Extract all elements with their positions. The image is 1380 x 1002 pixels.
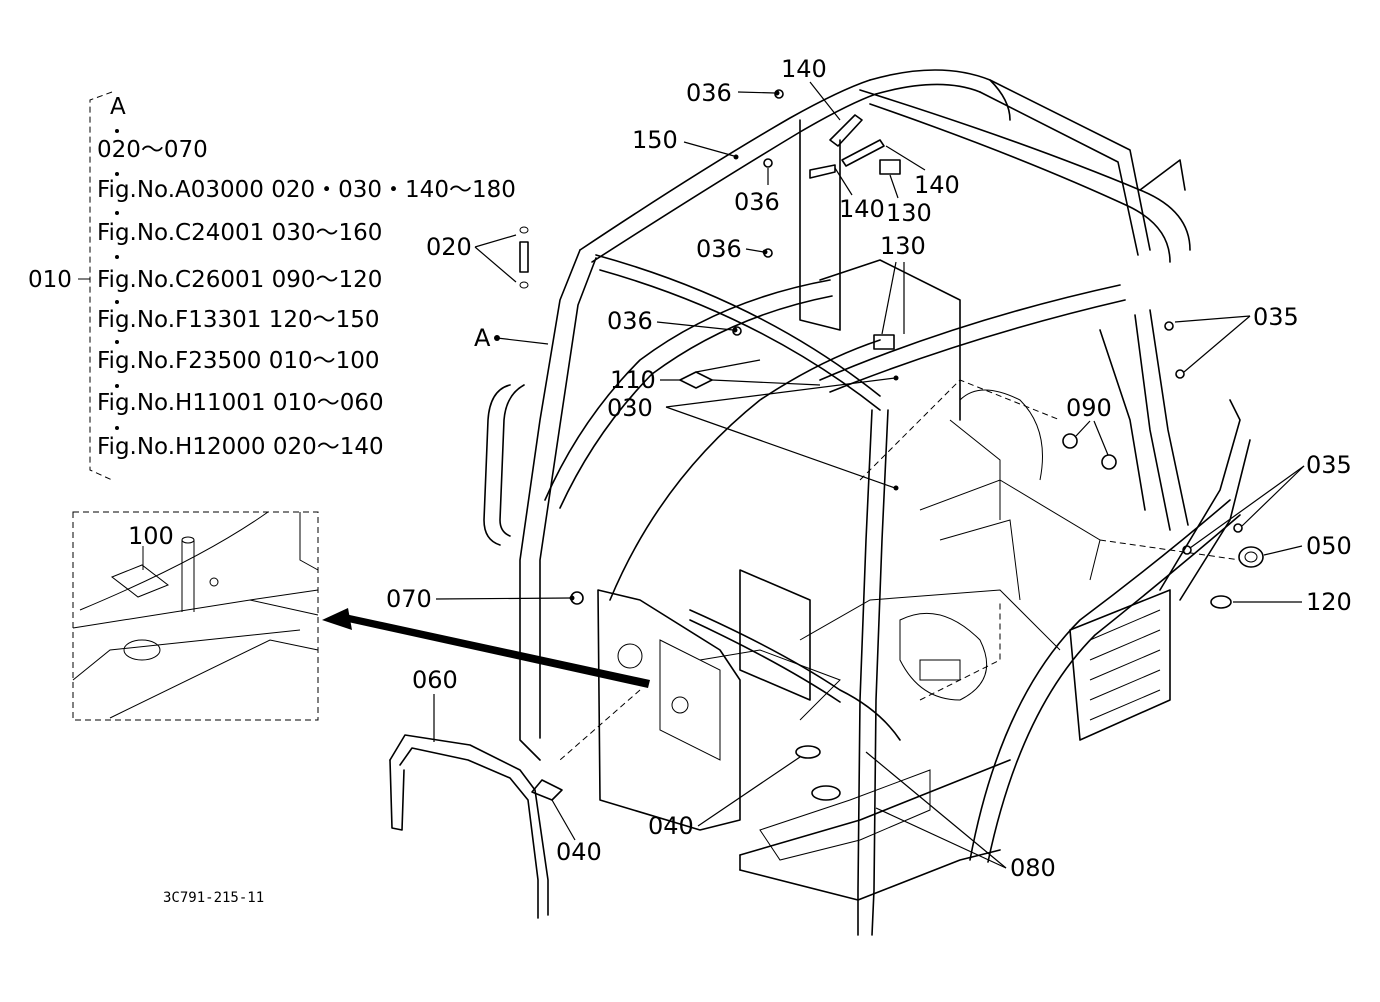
inset-pointer-arrow [322,608,650,688]
callout-040: 040 [556,838,602,866]
callout-140: 140 [914,171,960,199]
callout-110: 110 [610,366,656,394]
reference-item: Fig.No.H12000 020～140 [97,434,384,460]
cab-frame [389,69,1264,936]
callout-035: 035 [1306,451,1352,479]
callout-036: 036 [696,235,742,263]
callout-036: 036 [686,79,732,107]
callout-030: 030 [607,394,653,422]
reference-item: Fig.No.C24001 030～160 [97,220,382,246]
callout-090: 090 [1066,394,1112,422]
callout-036: 036 [734,188,780,216]
callout-036: 036 [607,307,653,335]
drawing-code: 3C791-215-11 [163,890,264,906]
reference-group-label: 010 [28,267,72,293]
callout-070: 070 [386,585,432,613]
callout-a: A [474,324,491,352]
reference-header: A [110,94,126,120]
callout-130: 130 [886,199,932,227]
reference-item: Fig.No.A03000 020・030・140～180 [97,177,516,203]
callout-130: 130 [880,232,926,260]
detail-inset: 100 [72,511,319,721]
callout-140: 140 [839,195,885,223]
callout-120: 120 [1306,588,1352,616]
reference-item: 020～070 [97,137,208,163]
callout-080: 080 [1010,854,1056,882]
callout-100: 100 [128,522,174,550]
callout-035: 035 [1253,303,1299,331]
reference-item: Fig.No.F13301 120～150 [97,307,380,333]
reference-list: A 010 020～070 Fig.No.A03000 020・030・140～… [28,91,516,481]
callout-050: 050 [1306,532,1352,560]
callout-020: 020 [426,233,472,261]
callout-060: 060 [412,666,458,694]
callout-150: 150 [632,126,678,154]
reference-item: Fig.No.F23500 010～100 [97,348,380,374]
callout-040: 040 [648,812,694,840]
callout-140: 140 [781,55,827,83]
reference-item: Fig.No.H11001 010～060 [97,390,384,416]
reference-item: Fig.No.C26001 090～120 [97,267,382,293]
callouts: 036 140 150 036 140 130 140 020 036 130 … [386,55,1352,882]
